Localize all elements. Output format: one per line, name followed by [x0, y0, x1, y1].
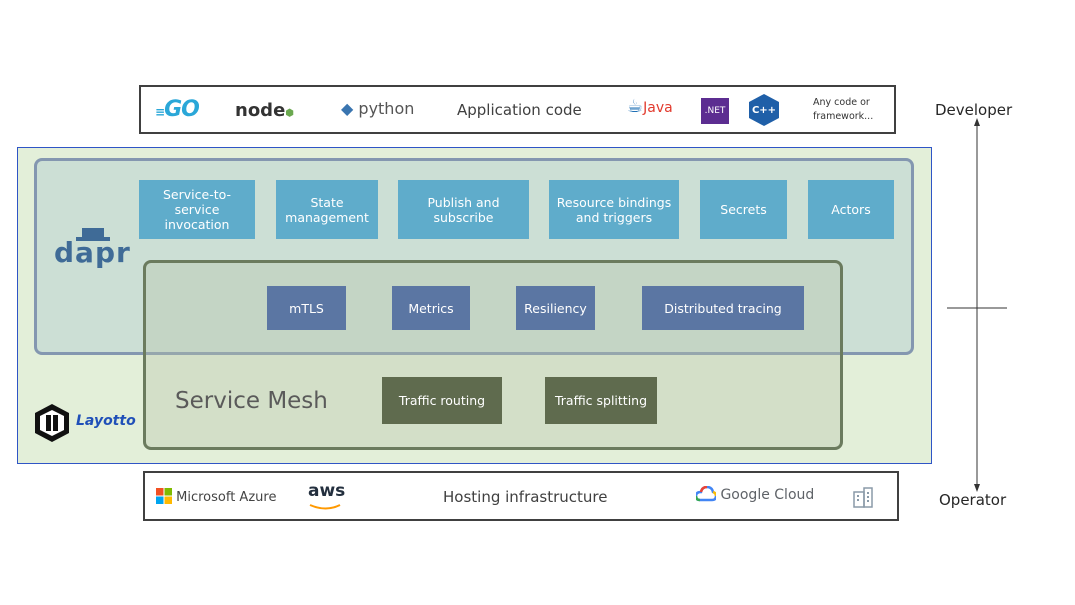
application-code-bar: ≡GO node⬢ ◆ python Application code ☕Jav…	[139, 85, 896, 134]
aws-logo: aws	[308, 481, 345, 510]
google-cloud-icon	[694, 485, 718, 502]
operator-label: Operator	[939, 491, 1007, 509]
hosting-infrastructure-label: Hosting infrastructure	[443, 488, 608, 506]
layotto-cube-icon	[35, 404, 69, 442]
any-code-label: Any code or framework...	[813, 97, 874, 122]
block-service-invocation: Service-to-service invocation	[139, 180, 255, 239]
dapr-logo: dapr	[54, 228, 130, 282]
microsoft-azure-logo: Microsoft Azure	[156, 488, 276, 505]
block-publish-subscribe: Publish and subscribe	[398, 180, 529, 239]
block-traffic-splitting: Traffic splitting	[545, 377, 657, 424]
block-state-management: State management	[276, 180, 378, 239]
service-mesh-label: Service Mesh	[175, 388, 328, 414]
hosting-infrastructure-bar: Microsoft Azure aws Hosting infrastructu…	[143, 471, 899, 521]
block-traffic-routing: Traffic routing	[382, 377, 502, 424]
developer-operator-axis	[947, 118, 1007, 492]
block-resource-bindings: Resource bindings and triggers	[549, 180, 679, 239]
block-mtls: mTLS	[267, 286, 346, 330]
block-distributed-tracing: Distributed tracing	[642, 286, 804, 330]
java-logo: ☕Java	[627, 96, 673, 117]
microsoft-icon	[156, 488, 172, 504]
application-code-label: Application code	[457, 101, 582, 119]
developer-label: Developer	[935, 101, 1013, 119]
go-logo: ≡GO	[155, 97, 200, 122]
aws-smile-icon	[309, 504, 341, 510]
nodejs-logo: node⬢	[235, 100, 295, 121]
layotto-logo: Layotto	[33, 403, 136, 447]
cpp-logo: C++	[749, 94, 779, 126]
building-icon	[853, 487, 873, 508]
block-metrics: Metrics	[392, 286, 470, 330]
dotnet-logo: .NET	[701, 98, 729, 124]
block-resiliency: Resiliency	[516, 286, 595, 330]
block-secrets: Secrets	[700, 180, 787, 239]
block-actors: Actors	[808, 180, 894, 239]
google-cloud-logo: Google Cloud	[694, 485, 814, 503]
python-logo: ◆ python	[341, 99, 415, 118]
dapr-hat-icon	[76, 228, 110, 241]
